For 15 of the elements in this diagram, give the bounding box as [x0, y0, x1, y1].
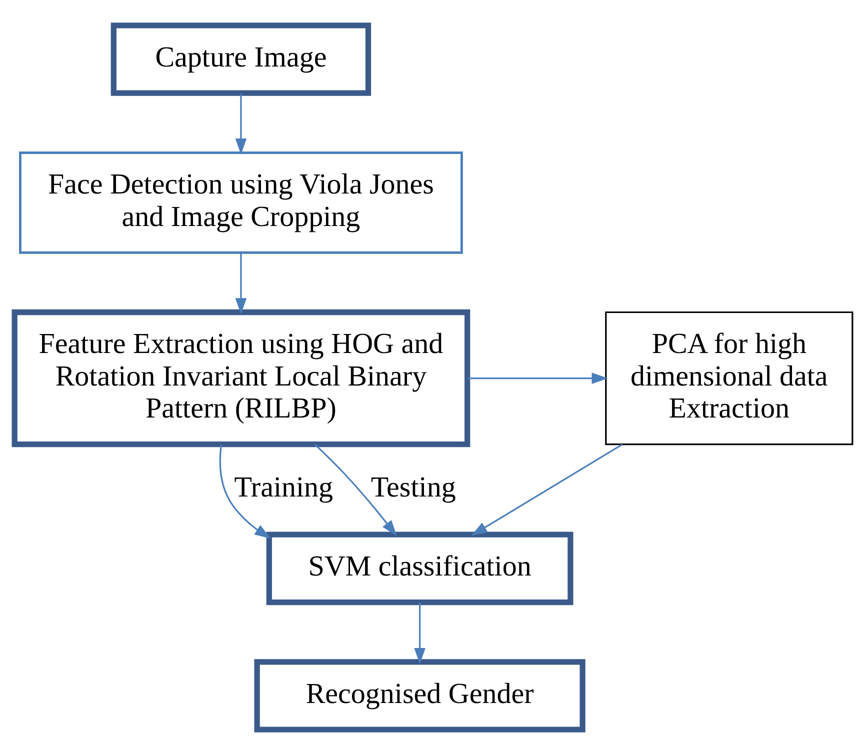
node-box: PCA for high dimensional data Extraction [605, 311, 854, 446]
arrow [235, 93, 247, 155]
node-box: Face Detection using Viola Jones and Image Cropping [19, 152, 463, 254]
edge-label: Testing [370, 472, 456, 504]
arrow [235, 252, 247, 314]
arrow [314, 444, 397, 536]
arrow [467, 372, 608, 384]
arrow [414, 602, 426, 664]
node-box: Capture Image [110, 22, 372, 96]
node-box: Feature Extraction using HOG and Rotation Invariant Local Binary Pattern (RILBP) [12, 309, 470, 448]
arrow [471, 444, 623, 536]
edge-label: Training [234, 472, 334, 504]
node-box: SVM classification [266, 532, 574, 606]
node-box: Recognised Gender [254, 659, 586, 732]
arrow [219, 444, 271, 539]
